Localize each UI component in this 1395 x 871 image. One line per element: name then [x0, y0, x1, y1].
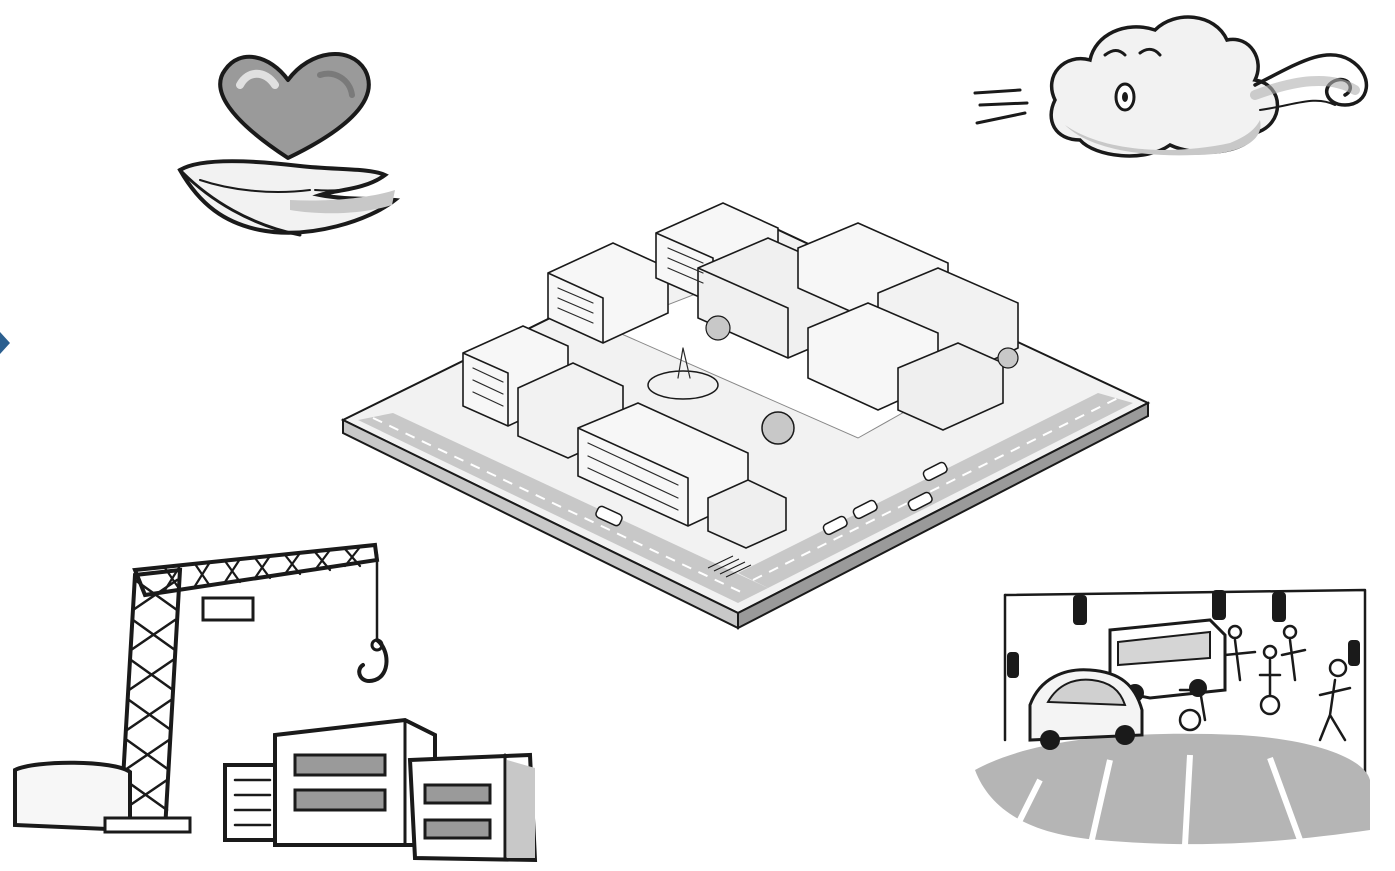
isometric-city-block-icon — [338, 198, 1153, 633]
traffic-street-scene-icon — [970, 580, 1390, 865]
edge-arrow-icon — [0, 328, 14, 358]
wind-cloud-icon — [965, 5, 1395, 170]
construction-crane-icon — [5, 540, 545, 865]
heart-in-hand-icon — [170, 40, 410, 250]
